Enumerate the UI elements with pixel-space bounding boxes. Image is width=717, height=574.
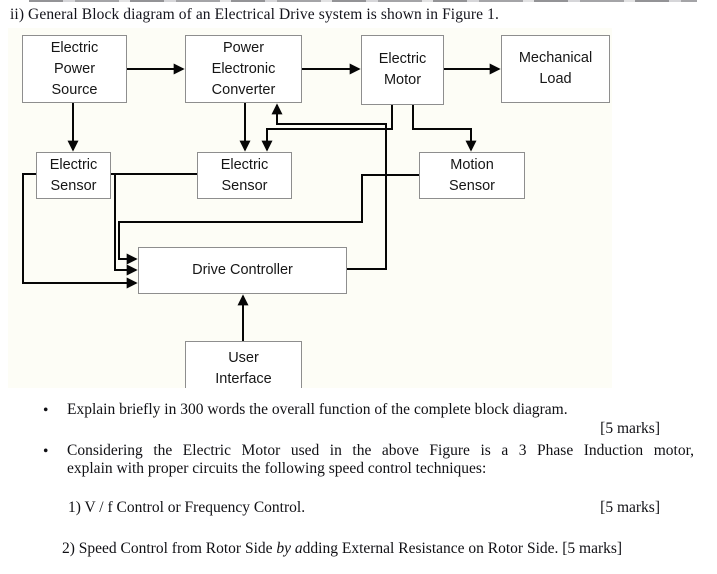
question-bullet-1: Explain briefly in 300 words the overall… bbox=[67, 401, 568, 418]
question-bullet-2-line2: explain with proper circuits the followi… bbox=[67, 460, 487, 477]
clipped-text-remnant bbox=[29, 0, 697, 2]
wire-motor-to-electric-sensor-middle bbox=[261, 105, 393, 152]
sub-question-2-prefix: 2) Speed Control from Rotor Side bbox=[62, 540, 277, 557]
wire-motor-to-motion-sensor bbox=[412, 105, 477, 152]
question-bullet-2: Considering the Electric Motor used in t… bbox=[67, 442, 694, 478]
block-electric-motor: Electric Motor bbox=[361, 35, 444, 105]
figure-block-diagram: Electric Power Source Power Electronic C… bbox=[8, 28, 612, 388]
wire-electric-sensor-middle-to-controller bbox=[114, 174, 138, 276]
block-electric-sensor-left: Electric Sensor bbox=[36, 152, 111, 199]
sub-question-2: 2) Speed Control from Rotor Side by addi… bbox=[62, 540, 622, 558]
question-bullet-2-line1: Considering the Electric Motor used in t… bbox=[67, 442, 694, 459]
block-drive-controller: Drive Controller bbox=[138, 247, 347, 294]
question-heading: ii) General Block diagram of an Electric… bbox=[10, 6, 499, 23]
block-electric-sensor-middle: Electric Sensor bbox=[197, 152, 292, 199]
marks-bullet-1: [5 marks] bbox=[600, 420, 660, 437]
block-electric-power-source: Electric Power Source bbox=[22, 35, 127, 103]
sub-question-2-suffix: dding External Resistance on Rotor Side.… bbox=[302, 540, 623, 557]
wire-controller-to-converter bbox=[271, 103, 387, 270]
bullet-marker-2: • bbox=[43, 443, 49, 460]
sub-question-1: 1) V / f Control or Frequency Control. bbox=[68, 499, 306, 516]
block-motion-sensor: Motion Sensor bbox=[419, 152, 525, 199]
bullet-marker-1: • bbox=[43, 402, 49, 419]
block-mechanical-load: Mechanical Load bbox=[501, 35, 610, 103]
figure-connectors bbox=[22, 63, 501, 341]
block-user-interface: User Interface bbox=[185, 341, 302, 388]
sub-question-2-italic: by a bbox=[276, 540, 303, 557]
block-power-electronic-converter: Power Electronic Converter bbox=[185, 35, 302, 103]
marks-sub-question-1: [5 marks] bbox=[600, 499, 660, 516]
wire-electric-sensor-left-to-controller bbox=[22, 173, 138, 289]
wire-motion-sensor-to-controller bbox=[118, 174, 419, 265]
